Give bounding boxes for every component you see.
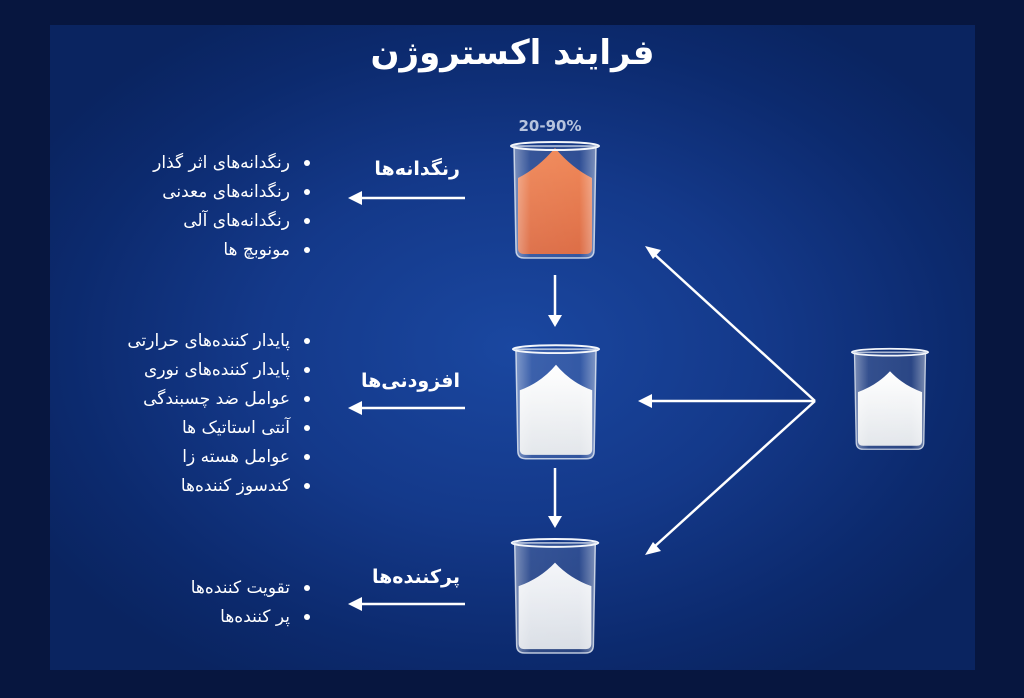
category-label-pigments: رنگدانه‌ها bbox=[374, 158, 460, 180]
bullet-icon bbox=[304, 483, 310, 489]
bullet-icon bbox=[304, 189, 310, 195]
infographic-panel: فرایند اکستروژن 20-90% bbox=[50, 25, 975, 670]
list-item: پایدار کننده‌های حرارتی bbox=[127, 327, 310, 356]
list-item: آنتی استاتیک ها bbox=[127, 414, 310, 443]
filler-beaker-icon bbox=[510, 537, 600, 654]
list-item: پر کننده‌ها bbox=[191, 603, 310, 632]
bullet-icon bbox=[304, 614, 310, 620]
bullet-icon bbox=[304, 367, 310, 373]
category-label-additives: افزودنی‌ها bbox=[361, 370, 460, 392]
bullet-icon bbox=[304, 160, 310, 166]
additives-list: پایدار کننده‌های حرارتی پایدار کننده‌های… bbox=[127, 327, 310, 501]
pigment-percentage: 20-90% bbox=[518, 117, 582, 135]
pigments-list: رنگدانه‌های اثر گذار رنگدانه‌های معدنی ر… bbox=[153, 149, 310, 265]
fillers-list: تقویت کننده‌ها پر کننده‌ها bbox=[191, 574, 310, 632]
additive-beaker-icon bbox=[511, 344, 601, 460]
category-label-fillers: پرکننده‌ها bbox=[371, 566, 460, 588]
list-item: تقویت کننده‌ها bbox=[191, 574, 310, 603]
bullet-icon bbox=[304, 218, 310, 224]
bullet-icon bbox=[304, 454, 310, 460]
pigment-beaker-icon bbox=[510, 141, 600, 259]
arrow-fan-down bbox=[653, 400, 816, 548]
bullet-icon bbox=[304, 425, 310, 431]
bullet-icon bbox=[304, 585, 310, 591]
bullet-icon bbox=[304, 338, 310, 344]
list-item: کندسوز کننده‌ها bbox=[127, 472, 310, 501]
bullet-icon bbox=[304, 247, 310, 253]
base-polymer-beaker-icon bbox=[851, 347, 929, 450]
list-item: عوامل ضد چسبندگی bbox=[127, 385, 310, 414]
list-item: مونوبچ ها bbox=[153, 236, 310, 265]
list-item: رنگدانه‌های اثر گذار bbox=[153, 149, 310, 178]
arrow-fan-up bbox=[653, 253, 816, 402]
page-title: فرایند اکستروژن bbox=[370, 33, 655, 73]
bullet-icon bbox=[304, 396, 310, 402]
list-item: رنگدانه‌های آلی bbox=[153, 207, 310, 236]
list-item: رنگدانه‌های معدنی bbox=[153, 178, 310, 207]
list-item: پایدار کننده‌های نوری bbox=[127, 356, 310, 385]
list-item: عوامل هسته زا bbox=[127, 443, 310, 472]
flow-arrows bbox=[348, 191, 816, 611]
